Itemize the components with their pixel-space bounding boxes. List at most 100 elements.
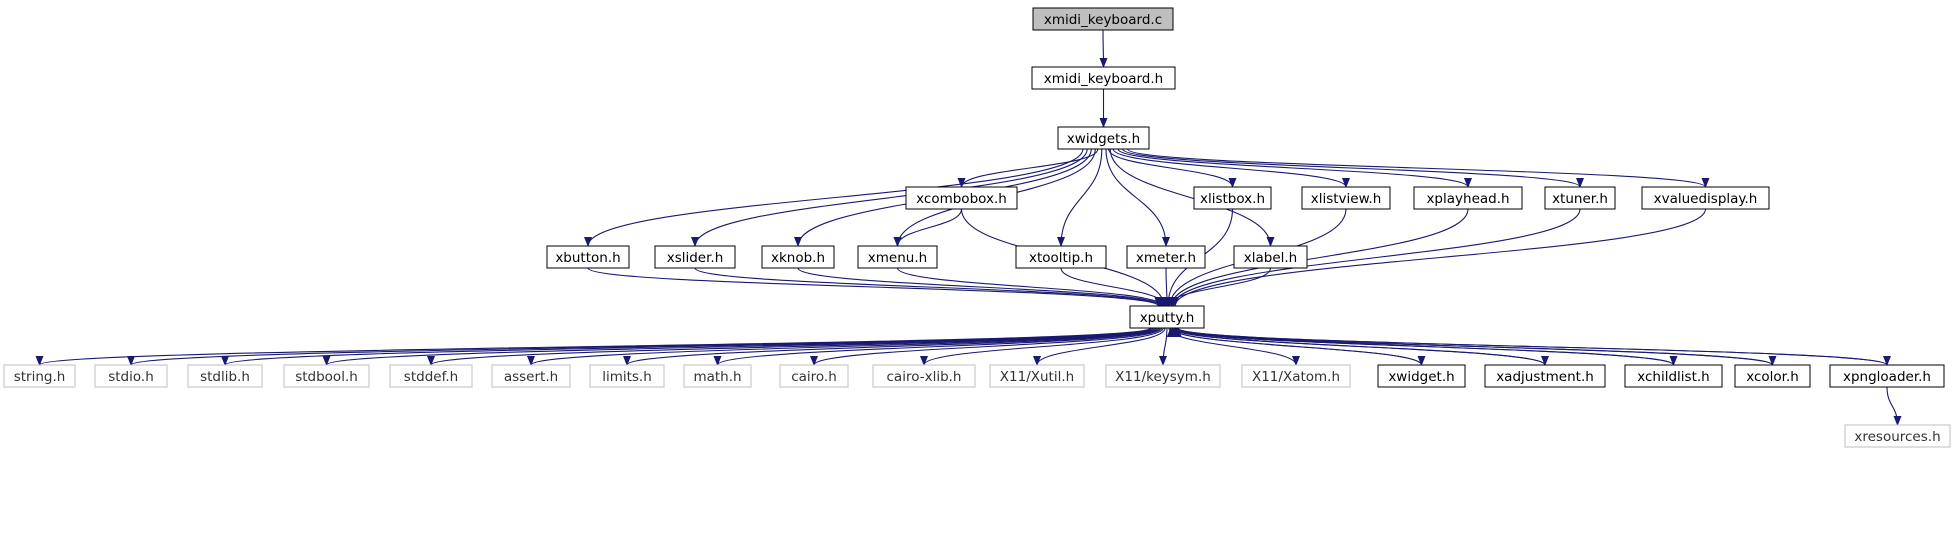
node-limits-h: limits.h (589, 364, 665, 388)
node-box (1301, 186, 1391, 210)
node-label: xlistview.h (1311, 191, 1382, 207)
edge-xwidgets_h-to-xlistbox_h (1108, 148, 1237, 188)
edge-xadjustment_h-to-xputty_h (1168, 327, 1546, 366)
node-stdbool-h: stdbool.h (283, 364, 370, 388)
edge-xwidgets_h-to-xlabel_h (1109, 148, 1275, 247)
edge-xwidgets_h-to-xtuner_h (1122, 148, 1584, 188)
node-box (1829, 364, 1945, 388)
node-xputty-h[interactable]: xputty.h (1129, 305, 1205, 329)
node-xknob-h[interactable]: xknob.h (761, 245, 835, 269)
node-box (3, 364, 76, 388)
node-label: stdio.h (108, 369, 154, 385)
node-xvaluedisplay-h[interactable]: xvaluedisplay.h (1641, 186, 1770, 210)
file-nodes: xmidi_keyboard.c xmidi_keyboard.h xwidgets… (3, 7, 1951, 448)
node-label: xpngloader.h (1843, 369, 1931, 385)
node-box (1624, 364, 1723, 388)
node-box (1015, 245, 1107, 269)
node-assert-h: assert.h (491, 364, 571, 388)
node-xwidget-h[interactable]: xwidget.h (1377, 364, 1466, 388)
node-xtooltip-h[interactable]: xtooltip.h (1015, 245, 1107, 269)
edge-xwidgets_h-to-xvaluedisplay_h (1127, 148, 1710, 188)
edge-xpngloader_h-to-xresources_h (1886, 386, 1902, 426)
node-box (1413, 186, 1523, 210)
node-label: xlistbox.h (1200, 191, 1265, 207)
node-label: xplayhead.h (1426, 191, 1509, 207)
node-box (187, 364, 263, 388)
edge-xputty_h-to-stddef_h (427, 327, 1157, 366)
node-box (1105, 364, 1221, 388)
node-box (1241, 364, 1351, 388)
node-box (546, 245, 630, 269)
node-label: xcolor.h (1746, 369, 1799, 385)
node-xplayhead-h[interactable]: xplayhead.h (1413, 186, 1523, 210)
node-label: xresources.h (1854, 429, 1940, 445)
node-label: xmeter.h (1136, 250, 1196, 266)
edge-xcolor_h-to-xputty_h (1172, 327, 1774, 366)
node-xwidgets-h[interactable]: xwidgets.h (1057, 126, 1150, 150)
node-label: stdbool.h (295, 369, 358, 385)
node-label: xknob.h (771, 250, 825, 266)
node-xpngloader-h[interactable]: xpngloader.h (1829, 364, 1945, 388)
edge-xslider_h-to-xputty_h (694, 267, 1164, 307)
node-box (1233, 245, 1308, 269)
node-xlabel-h[interactable]: xlabel.h (1233, 245, 1308, 269)
node-xslider-h[interactable]: xslider.h (654, 245, 736, 269)
node-math-h: math.h (683, 364, 752, 388)
node-box (283, 364, 370, 388)
edge-xchildlist_h-to-xputty_h (1170, 327, 1675, 366)
edge-xwidget_h-to-xputty_h (1166, 327, 1423, 366)
node-box (1057, 126, 1150, 150)
node-box (1193, 186, 1272, 210)
edge-xwidgets_h-to-xtooltip_h (1057, 148, 1103, 247)
edge-xputty_h-to-x11_keysym_h (1159, 327, 1168, 366)
node-xmenu-h[interactable]: xmenu.h (857, 245, 938, 269)
node-label: xcombobox.h (916, 191, 1007, 207)
node-xmidi-keyboard-h[interactable]: xmidi_keyboard.h (1031, 66, 1176, 90)
node-xchildlist-h[interactable]: xchildlist.h (1624, 364, 1723, 388)
edge-xputty_h-to-x11_xutil_h (1033, 327, 1166, 366)
node-label: xwidget.h (1388, 369, 1454, 385)
node-xtuner-h[interactable]: xtuner.h (1544, 186, 1616, 210)
edge-xputty_h-to-cairo_h (810, 327, 1163, 366)
edge-xwidgets_h-to-xcombobox_h (957, 148, 1099, 188)
node-x11-xutil-h: X11/Xutil.h (989, 364, 1085, 388)
edge-xwidgets_h-to-xmeter_h (1105, 148, 1170, 247)
node-box (683, 364, 752, 388)
node-label: xputty.h (1140, 310, 1195, 326)
node-xlistview-h[interactable]: xlistview.h (1301, 186, 1391, 210)
node-xadjustment-h[interactable]: xadjustment.h (1484, 364, 1606, 388)
node-box (779, 364, 849, 388)
edge-xputty_h-to-limits_h (623, 327, 1160, 366)
node-box (1734, 364, 1811, 388)
node-label: cairo-xlib.h (887, 369, 962, 385)
node-label: xslider.h (667, 250, 724, 266)
node-label: xtuner.h (1552, 191, 1608, 207)
node-label: xmidi_keyboard.c (1044, 12, 1162, 28)
edge-xputty_h-to-stdlib_h (221, 327, 1154, 366)
node-label: X11/Xatom.h (1252, 369, 1340, 385)
node-box (1377, 364, 1466, 388)
node-xmeter-h[interactable]: xmeter.h (1126, 245, 1206, 269)
node-xbutton-h[interactable]: xbutton.h (546, 245, 630, 269)
node-box (1844, 424, 1951, 448)
node-xcombobox-h[interactable]: xcombobox.h (905, 186, 1018, 210)
node-box (589, 364, 665, 388)
node-label: cairo.h (791, 369, 837, 385)
edge-xputty_h-to-stdbool_h (322, 327, 1155, 366)
node-box (491, 364, 571, 388)
edge-xputty_h-to-math_h (713, 327, 1161, 366)
node-xcolor-h[interactable]: xcolor.h (1734, 364, 1811, 388)
node-xlistbox-h[interactable]: xlistbox.h (1193, 186, 1272, 210)
node-label: xmidi_keyboard.h (1044, 71, 1163, 87)
edge-xvaluedisplay_h-to-xputty_h (1171, 208, 1707, 307)
edge-xwidgets_h-to-xlistview_h (1112, 148, 1350, 188)
node-label: xtooltip.h (1029, 250, 1093, 266)
node-box (989, 364, 1085, 388)
node-box (654, 245, 736, 269)
node-label: stdlib.h (200, 369, 250, 385)
node-label: limits.h (602, 369, 652, 385)
node-box (872, 364, 976, 388)
node-xmidi-keyboard-c[interactable]: xmidi_keyboard.c (1032, 7, 1174, 31)
node-cairo-xlib-h: cairo-xlib.h (872, 364, 976, 388)
